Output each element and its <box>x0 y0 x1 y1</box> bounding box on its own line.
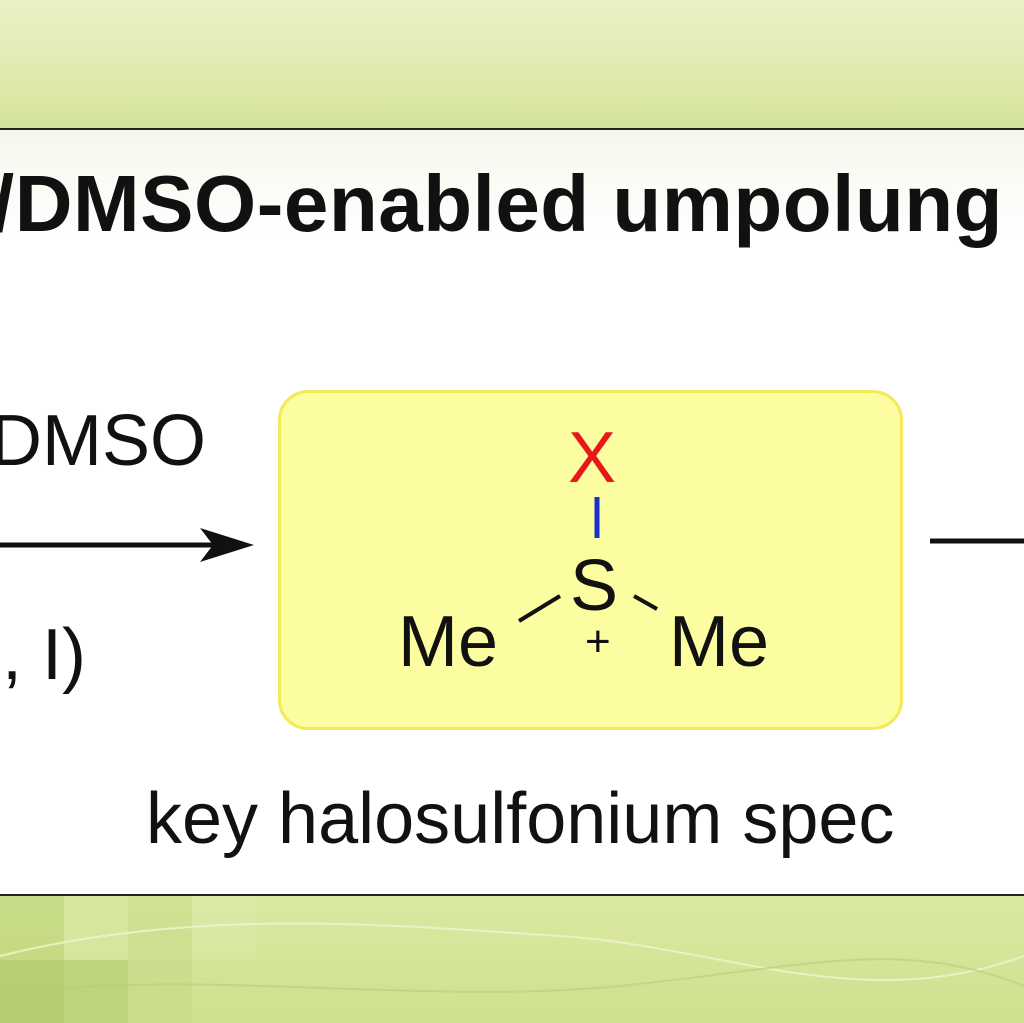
checker-tile <box>192 896 256 960</box>
checker-tile <box>64 896 128 960</box>
arrow-head <box>200 528 254 562</box>
top-decorative-band <box>0 0 1024 128</box>
halogen-atom: X <box>568 418 617 498</box>
reagent-label-below-arrow: , I) <box>2 615 86 695</box>
halosulfonium-species-box <box>278 390 903 730</box>
checker-tile <box>128 960 192 1023</box>
decorative-wave <box>0 922 1024 997</box>
reaction-arrow <box>0 528 254 562</box>
panel-top-shade <box>0 130 1024 240</box>
methyl-left: Me <box>398 602 499 682</box>
checker-tile <box>64 960 128 1023</box>
bottom-decorative-band <box>0 896 1024 1023</box>
positive-charge: + <box>585 617 611 666</box>
s-me-right-bond <box>633 594 658 611</box>
species-caption: key halosulfonium spec <box>146 779 895 859</box>
species-bonds <box>517 497 658 623</box>
reagent-label-above-arrow: DMSO <box>0 401 206 481</box>
product-arrow-shaft <box>930 538 1024 544</box>
methyl-right: Me <box>669 602 770 682</box>
page-title: /DMSO-enabled umpolung <box>0 159 1003 248</box>
sulfur-atom: S <box>570 546 619 626</box>
s-me-left-bond <box>517 594 562 623</box>
